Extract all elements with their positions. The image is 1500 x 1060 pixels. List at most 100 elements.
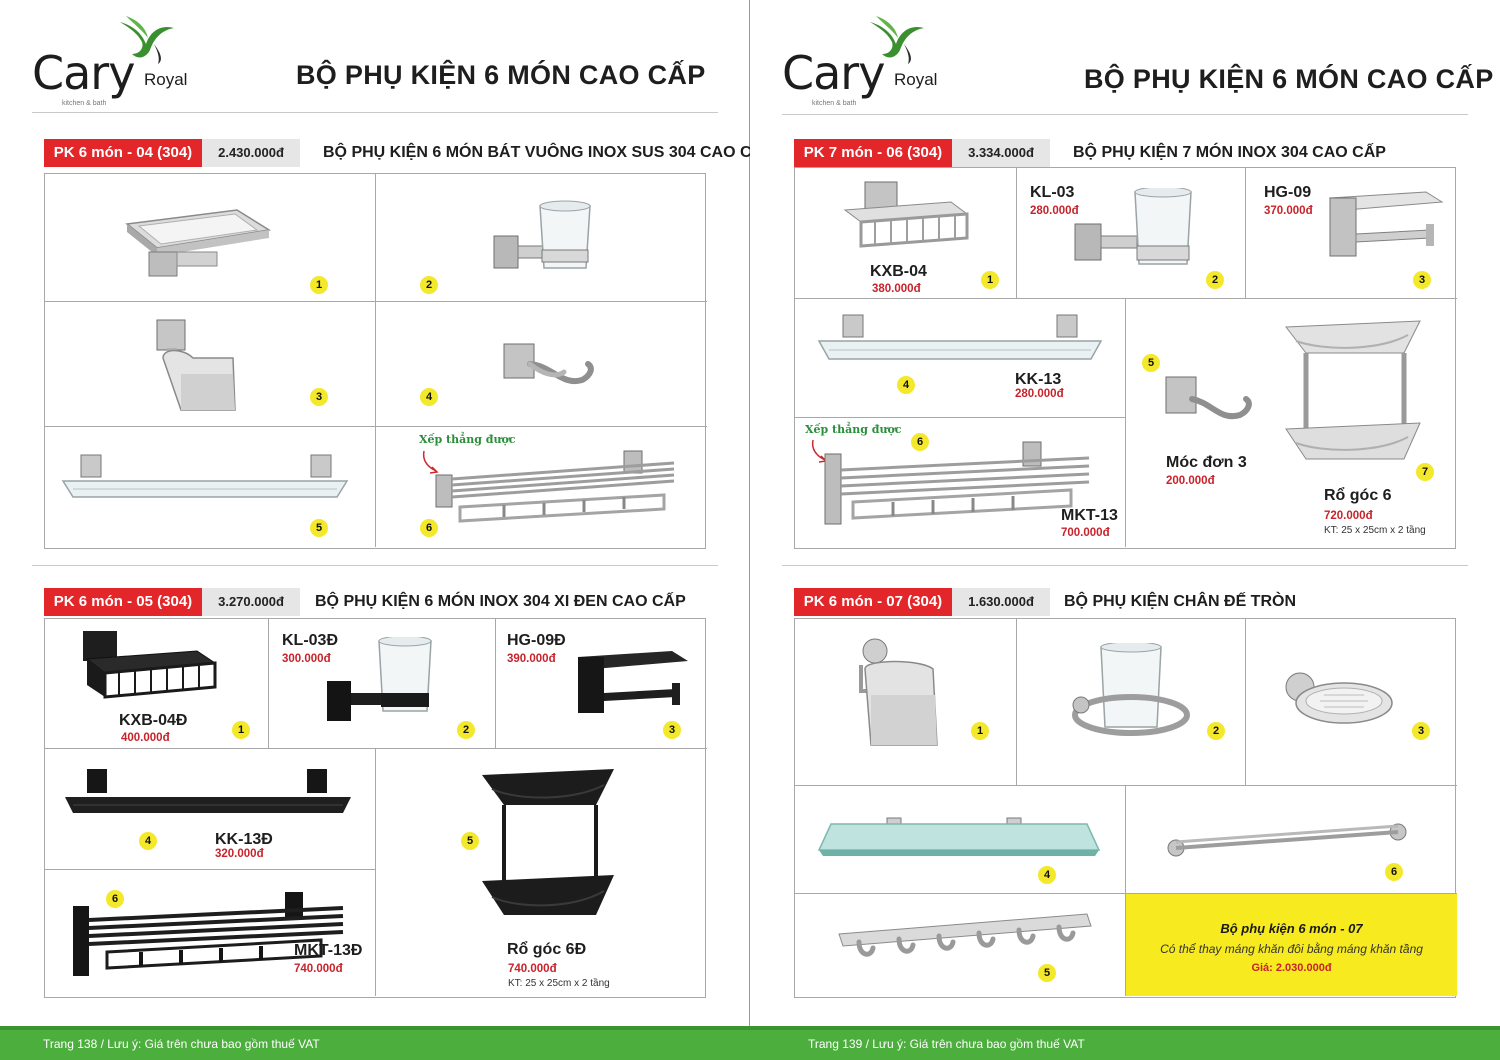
product-cell-kl-03: KL-03 280.000đ 2	[1017, 168, 1246, 299]
paper-holder-icon	[156, 319, 236, 411]
item-number-badge: 6	[911, 433, 929, 451]
product-cell-round-glass-shelf: 4	[795, 786, 1126, 894]
arrow-icon	[422, 450, 439, 474]
double-towel-bar-icon	[1167, 823, 1407, 857]
section-divider	[782, 565, 1468, 566]
section-divider	[32, 565, 718, 566]
shelf-black-icon	[65, 769, 351, 813]
footer-stripe	[750, 1026, 1500, 1030]
product-cell-robe-hook: 4	[376, 302, 707, 427]
logo-suffix: Royal	[144, 70, 188, 89]
logo-word: Cary	[782, 46, 885, 100]
product-code-tag: PK 6 món - 04 (304)	[44, 139, 202, 167]
product-price: 380.000đ	[872, 283, 921, 295]
towel-rack-black-icon	[73, 892, 344, 976]
item-number-badge: 3	[1412, 722, 1430, 740]
footer-text: Trang 139 / Lưu ý: Giá trên chưa bao gồm…	[808, 1037, 1085, 1051]
product-price: 280.000đ	[1030, 205, 1079, 217]
promo-price: Giá: 2.030.000đ	[1251, 962, 1332, 974]
promo-box: Bộ phụ kiện 6 món - 07 Có thể thay máng …	[1126, 894, 1457, 996]
section-title: BỘ PHỤ KIỆN 6 MÓN INOX 304 XI ĐEN CAO CẤ…	[315, 593, 686, 610]
product-price: 700.000đ	[1061, 527, 1110, 539]
item-number-badge: 5	[1038, 964, 1056, 982]
item-number-badge: 5	[1142, 354, 1160, 372]
product-cell-kxb-04: KXB-04 380.000đ 1	[795, 168, 1017, 299]
product-code-tag: PK 6 món - 07 (304)	[794, 588, 952, 616]
product-grid: 1 2 3	[794, 618, 1457, 998]
product-grid: KXB-04 380.000đ 1 KL-03 280.000đ 2 HG-09…	[794, 167, 1457, 549]
stack-note: Xếp thẳng được	[419, 433, 516, 446]
paper-holder-black-icon	[578, 651, 688, 713]
product-cell-hg-09: HG-09 370.000đ 3	[1246, 168, 1457, 299]
product-name: Rổ góc 6Đ	[507, 941, 587, 958]
product-cell-hg-09d: HG-09Đ 390.000đ 3	[496, 619, 707, 749]
bird-logo-icon	[870, 16, 924, 64]
product-price: 390.000đ	[507, 653, 556, 665]
set-price-tag: 3.334.000đ	[952, 139, 1050, 167]
item-number-badge: 6	[1385, 863, 1403, 881]
product-cell-moc-don-ro-goc: 5 Móc đơn 3 200.000đ 7 Rổ góc 6 720.	[1126, 299, 1457, 547]
promo-title: Bộ phụ kiện 6 món - 07	[1220, 921, 1363, 936]
product-cell-round-paper-holder: 1	[795, 619, 1017, 786]
page-footer: Trang 139 / Lưu ý: Giá trên chưa bao gồm…	[750, 1026, 1500, 1060]
product-name: KXB-04Đ	[119, 712, 188, 729]
section-pk6-04: PK 6 món - 04 (304) 2.430.000đ BỘ PHỤ KI…	[44, 139, 774, 549]
logo-tagline: kitchen & bath	[812, 100, 857, 107]
product-dimension-note: KT: 25 x 25cm x 2 tầng	[1324, 525, 1426, 536]
product-cell-glass-shelf: 5	[45, 427, 376, 547]
round-soap-dish-icon	[1285, 672, 1393, 724]
logo-tagline: kitchen & bath	[62, 100, 107, 107]
promo-subtitle: Có thể thay máng khăn đôi bằng máng khăn…	[1160, 942, 1423, 956]
product-price: 200.000đ	[1166, 475, 1215, 487]
product-cell-soap-dish: 1	[45, 174, 376, 302]
item-number-badge: 5	[310, 519, 328, 537]
paper-holder-icon	[1328, 191, 1444, 257]
round-paper-holder-icon	[859, 638, 938, 746]
product-code-tag: PK 7 món - 06 (304)	[794, 139, 952, 167]
footer-text: Trang 138 / Lưu ý: Giá trên chưa bao gồm…	[43, 1037, 320, 1051]
product-name: HG-09	[1264, 184, 1312, 201]
logo-suffix: Royal	[894, 70, 938, 89]
item-number-badge: 3	[310, 388, 328, 406]
item-number-badge: 4	[139, 832, 157, 850]
product-cell-towel-rack: Xếp thẳng được 6	[376, 427, 707, 547]
header-divider	[782, 114, 1468, 115]
round-tumbler-holder-icon	[1072, 643, 1190, 736]
cary-royal-logo: Cary Royal kitchen & bath	[782, 14, 952, 107]
item-number-badge: 6	[420, 519, 438, 537]
product-cell-tumbler-holder: 2	[376, 174, 707, 302]
section-pk6-07: PK 6 món - 07 (304) 1.630.000đ BỘ PHỤ KI…	[794, 588, 1457, 998]
product-cell-hook-rail: 5	[795, 894, 1126, 996]
item-number-badge: 4	[1038, 866, 1056, 884]
section-title: BỘ PHỤ KIỆN CHÂN ĐẾ TRÒN	[1064, 593, 1297, 610]
round-glass-shelf-icon	[817, 817, 1101, 856]
product-name: KL-03Đ	[282, 632, 339, 649]
footer-stripe	[0, 1026, 750, 1030]
product-code-tag: PK 6 món - 05 (304)	[44, 588, 202, 616]
section-title: BỘ PHỤ KIỆN 7 MÓN INOX 304 CAO CẤP	[1073, 144, 1386, 161]
item-number-badge: 2	[457, 721, 475, 739]
set-price-tag: 3.270.000đ	[202, 588, 300, 616]
product-price: 400.000đ	[121, 732, 170, 744]
product-grid: KXB-04Đ 400.000đ 1 KL-03Đ 300.000đ 2 HG-…	[44, 618, 707, 998]
item-number-badge: 2	[420, 276, 438, 294]
section-header: PK 6 món - 07 (304) 1.630.000đ BỘ PHỤ KI…	[794, 588, 1474, 616]
item-number-badge: 2	[1206, 271, 1224, 289]
single-hook-icon	[1165, 376, 1252, 420]
product-price: 370.000đ	[1264, 205, 1313, 217]
bird-logo-icon	[120, 16, 174, 64]
item-number-badge: 5	[461, 832, 479, 850]
product-cell-ro-goc-6d: 5 Rổ góc 6Đ 740.000đ KT: 25 x 25cm x 2 t…	[376, 749, 707, 996]
soap-basket-icon	[843, 181, 969, 248]
item-number-badge: 1	[971, 722, 989, 740]
section-header: PK 7 món - 06 (304) 3.334.000đ BỘ PHỤ KI…	[794, 139, 1474, 167]
stack-note: Xếp thẳng được	[805, 423, 902, 436]
set-price-tag: 2.430.000đ	[202, 139, 300, 167]
product-name: HG-09Đ	[507, 632, 566, 649]
product-dimension-note: KT: 25 x 25cm x 2 tầng	[508, 978, 610, 989]
section-title: BỘ PHỤ KIỆN 6 MÓN BÁT VUÔNG INOX SUS 304…	[323, 144, 774, 161]
product-cell-round-soap-dish: 3	[1246, 619, 1457, 786]
item-number-badge: 3	[1413, 271, 1431, 289]
product-grid: 1 2 3	[44, 173, 707, 549]
corner-basket-black-icon	[482, 769, 614, 915]
